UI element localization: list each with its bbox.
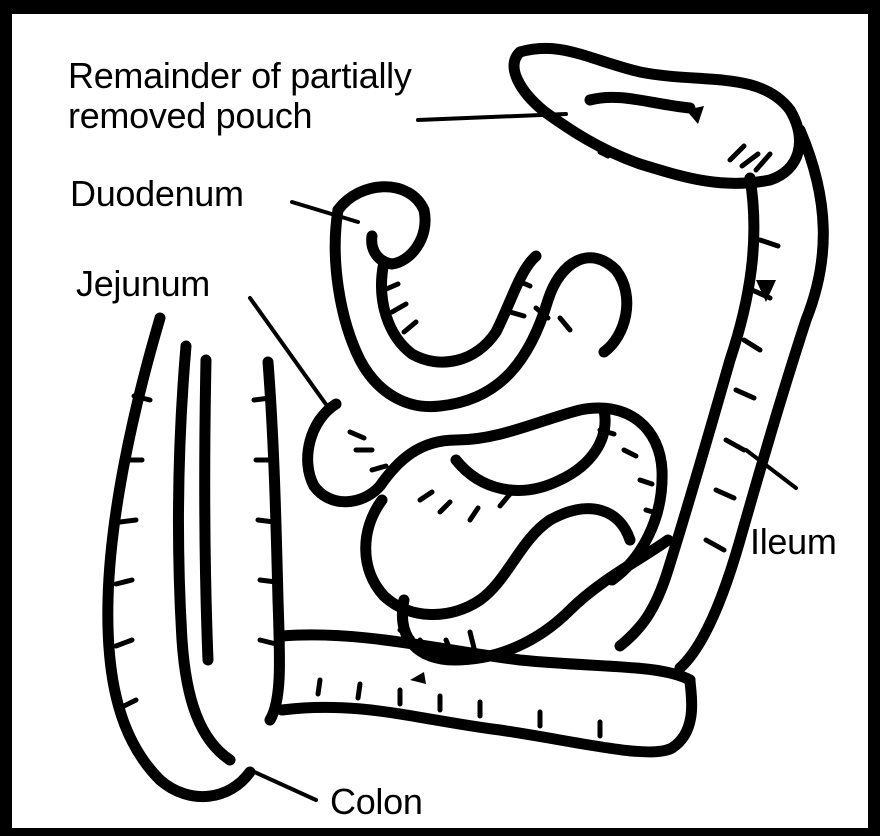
label-pouch-line1: Remainder of partially (68, 56, 412, 96)
label-pouch-remainder: Remainder of partially removed pouch (68, 56, 412, 136)
colon-right-outer (268, 362, 280, 720)
leader-colon (250, 770, 316, 800)
label-duodenum: Duodenum (70, 174, 244, 214)
colon-inner-line2 (205, 360, 208, 660)
label-colon: Colon (330, 782, 423, 822)
label-jejunum: Jejunum (76, 264, 210, 304)
bottom-tube-bottom (282, 680, 692, 752)
label-ileum: Ileum (750, 522, 837, 562)
label-pouch-line2: removed pouch (68, 96, 412, 136)
duodenum-inner (382, 256, 536, 362)
duodenum-outer (338, 187, 425, 264)
pouch-fold (590, 97, 690, 108)
leader-jejunum (250, 298, 330, 410)
